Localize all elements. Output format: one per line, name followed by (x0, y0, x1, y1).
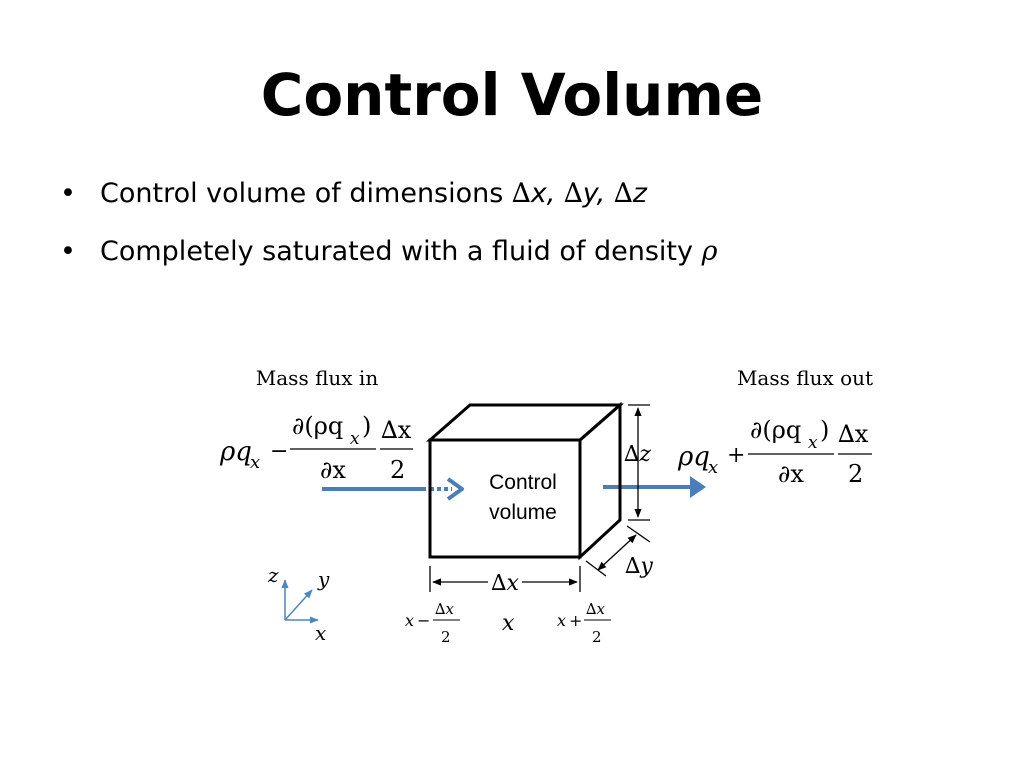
axis-y-label: y (317, 567, 330, 591)
axis-z-label: z (267, 563, 279, 587)
flux-in-partial-num: ∂(ρq (292, 412, 343, 440)
flux-in-sub-x: x (250, 452, 260, 473)
bullet-item-dimensions: • Control volume of dimensions ∆x, ∆y, ∆… (60, 172, 717, 230)
position-right-delta-num: ∆x (586, 600, 605, 618)
position-center-x: x (502, 611, 515, 636)
delta-symbol: ∆ (555, 178, 583, 209)
flux-in-delta-den: 2 (390, 456, 405, 484)
dx-dimension (429, 566, 581, 592)
position-right-delta-den: 2 (592, 628, 602, 646)
flux-out-expression: ρq x + ∂(ρq x ) ∂x ∆x 2 (677, 416, 872, 488)
flux-in-partial-num-close: ) (362, 412, 371, 440)
flux-in-partial-den: ∂x (320, 456, 346, 484)
control-volume-label-line2: volume (489, 501, 557, 524)
bullet-item-density: • Completely saturated with a fluid of d… (60, 230, 717, 288)
rho-symbol: ρ (701, 236, 718, 267)
coordinate-axes (281, 579, 319, 624)
delta-symbol: ∆ (605, 178, 633, 209)
flux-out-delta-num: ∆x (838, 420, 869, 448)
var-z: z (632, 178, 647, 209)
flux-out-delta-den: 2 (848, 460, 863, 488)
axis-x-label: x (315, 621, 326, 645)
position-left-delta-num: ∆x (435, 600, 454, 618)
bullet-icon: • (60, 236, 76, 267)
bullet-list: • Control volume of dimensions ∆x, ∆y, ∆… (60, 172, 717, 288)
bullet-text-density: Completely saturated with a fluid of den… (100, 236, 702, 267)
flux-out-sub-x: x (708, 457, 718, 478)
flux-in-delta-num: ∆x (381, 416, 412, 444)
position-left-x: x (405, 611, 414, 630)
flux-out-plus: + (727, 443, 745, 468)
flux-in-minus: − (270, 439, 288, 464)
flux-out-partial-den: ∂x (778, 460, 804, 488)
mass-flux-out-label: Mass flux out (737, 366, 873, 390)
position-right-plus: + (569, 611, 582, 630)
mass-flux-in-label: Mass flux in (256, 366, 379, 390)
flux-out-partial-num-close: ) (820, 416, 829, 444)
flux-out-arrow (603, 476, 706, 498)
position-right: x + ∆x 2 (557, 600, 611, 646)
flux-out-partial-num-sub: x (808, 433, 818, 453)
position-left: x − ∆x 2 (405, 600, 460, 646)
dz-label: ∆z (624, 442, 651, 467)
flux-in-rho-q: ρq (219, 437, 252, 467)
slide-title: Control Volume (260, 61, 764, 129)
dy-label: ∆y (625, 554, 653, 579)
flux-in-arrow (322, 477, 464, 501)
dz-dimension (628, 404, 650, 521)
var-x: x, (530, 178, 556, 209)
flux-in-partial-num-sub: x (350, 429, 360, 449)
flux-out-rho-q: ρq (677, 442, 710, 472)
flux-in-expression: ρq x − ∂(ρq x ) ∂x ∆x 2 (219, 412, 413, 484)
control-volume-label-line1: Control (489, 471, 557, 494)
flux-out-partial-num: ∂(ρq (750, 416, 801, 444)
position-left-delta-den: 2 (441, 628, 451, 646)
var-y: y, (582, 178, 606, 209)
dy-dimension (585, 525, 651, 577)
bullet-text-dimensions: Control volume of dimensions (100, 178, 512, 209)
bullet-icon: • (60, 178, 76, 209)
position-right-x: x (557, 611, 566, 630)
dx-label: ∆x (491, 571, 519, 596)
position-left-minus: − (417, 611, 430, 630)
delta-symbol: ∆ (511, 178, 531, 209)
control-volume-cube (426, 401, 624, 561)
